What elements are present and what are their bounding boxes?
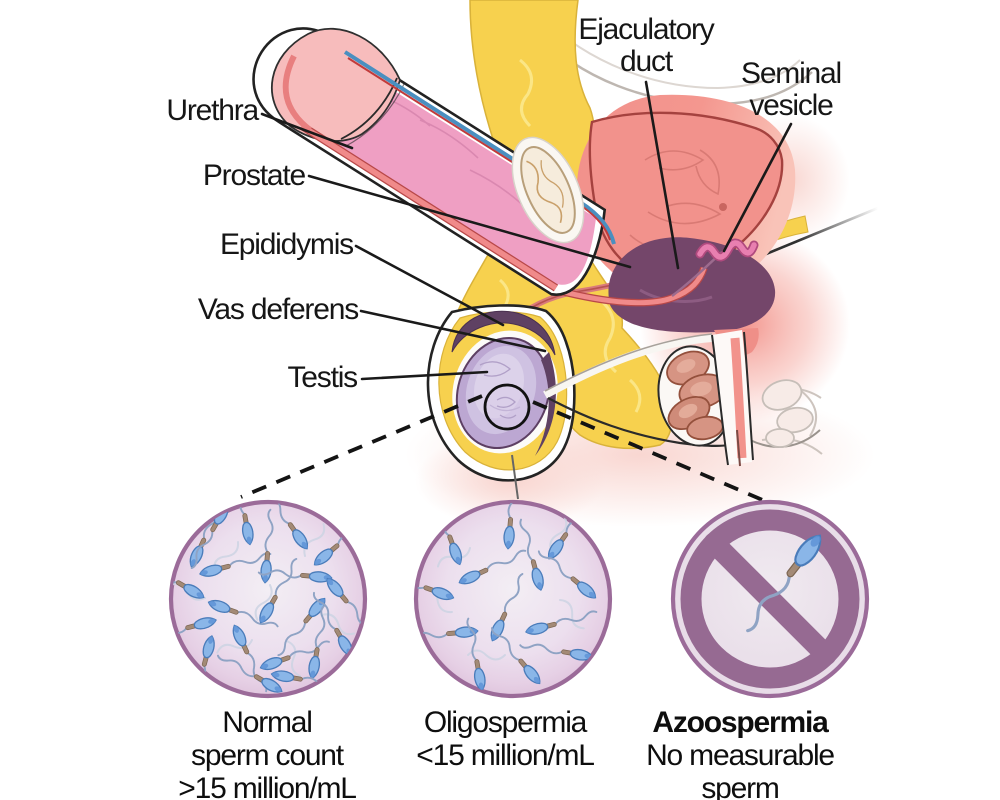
label-line: Seminal xyxy=(741,57,842,90)
label-ejaculatory-duct: Ejaculatory duct xyxy=(578,13,714,78)
caption-line: Azoospermia xyxy=(652,706,828,739)
zoom-connector-lines xyxy=(240,394,773,506)
anus-shape xyxy=(657,328,814,467)
label-prostate: Prostate xyxy=(202,159,306,192)
caption-line: sperm xyxy=(701,772,780,800)
caption-line: >15 million/mL xyxy=(178,772,357,800)
label-line: vesicle xyxy=(749,89,834,122)
pubic-symphysis-shape xyxy=(511,136,585,244)
no-symbol-icon xyxy=(680,509,860,689)
caption-oligospermia: Oligospermia <15 million/mL xyxy=(416,706,595,772)
label-vas-deferens: Vas deferens xyxy=(197,293,359,326)
perineum-outline xyxy=(543,333,739,447)
caption-line: No measurable xyxy=(646,739,835,772)
penis-shape xyxy=(252,27,616,296)
magnifier-circle xyxy=(483,383,531,431)
label-seminal-vesicle: Seminal vesicle xyxy=(741,57,842,122)
caption-line: sperm count xyxy=(191,739,344,772)
label-urethra: Urethra xyxy=(166,94,259,127)
leader-lines xyxy=(260,80,793,381)
seminal-vesicle-shape xyxy=(695,238,759,262)
caption-line: Oligospermia xyxy=(423,706,588,739)
caption-line: Normal xyxy=(222,706,313,739)
label-epididymis: Epididymis xyxy=(219,228,354,261)
azoospermia-dish xyxy=(670,499,870,699)
caption-line: <15 million/mL xyxy=(416,739,595,772)
label-testis: Testis xyxy=(287,361,359,394)
label-line: Ejaculatory xyxy=(578,13,714,46)
label-line: duct xyxy=(620,45,673,78)
oligospermia-dish xyxy=(413,499,613,699)
normal-sperm-dish xyxy=(168,499,368,699)
caption-azoospermia: Azoospermia No measurable sperm xyxy=(646,706,835,800)
caption-normal: Normal sperm count >15 million/mL xyxy=(178,706,357,800)
